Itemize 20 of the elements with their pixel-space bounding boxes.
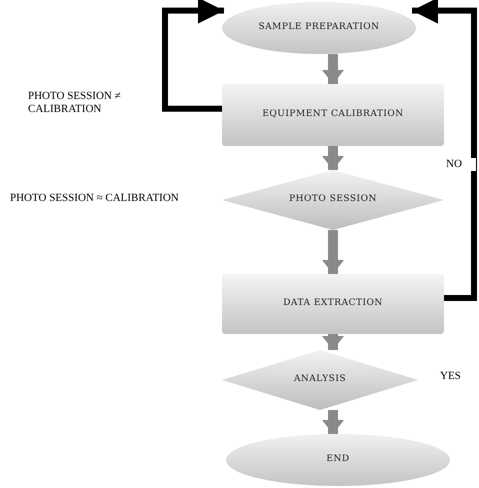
flow-arrow <box>322 230 344 274</box>
flow-arrow <box>412 0 477 301</box>
node-label: END <box>326 453 350 466</box>
flow-arrow <box>162 0 224 112</box>
process-box <box>222 84 444 146</box>
decision-diamond <box>222 170 444 230</box>
node-label: PHOTO SESSION <box>289 193 377 206</box>
decision-diamond <box>222 350 418 410</box>
node-label: EQUIPMENT CALIBRATION <box>262 108 404 122</box>
node-label: SAMPLE PREPARATION <box>258 21 380 34</box>
side-note: YES <box>440 370 462 383</box>
flow-arrow <box>322 334 344 350</box>
node-label: DATA EXTRACTION <box>283 297 383 310</box>
process-box <box>222 274 444 334</box>
side-note: PHOTO SESSION ≈ CALIBRATION <box>10 192 180 205</box>
flow-arrow <box>322 146 344 170</box>
node-label: ANALYSIS <box>294 373 346 386</box>
flow-arrow <box>322 410 344 434</box>
flow-arrow <box>322 54 344 84</box>
edge-label: NO <box>446 158 476 171</box>
